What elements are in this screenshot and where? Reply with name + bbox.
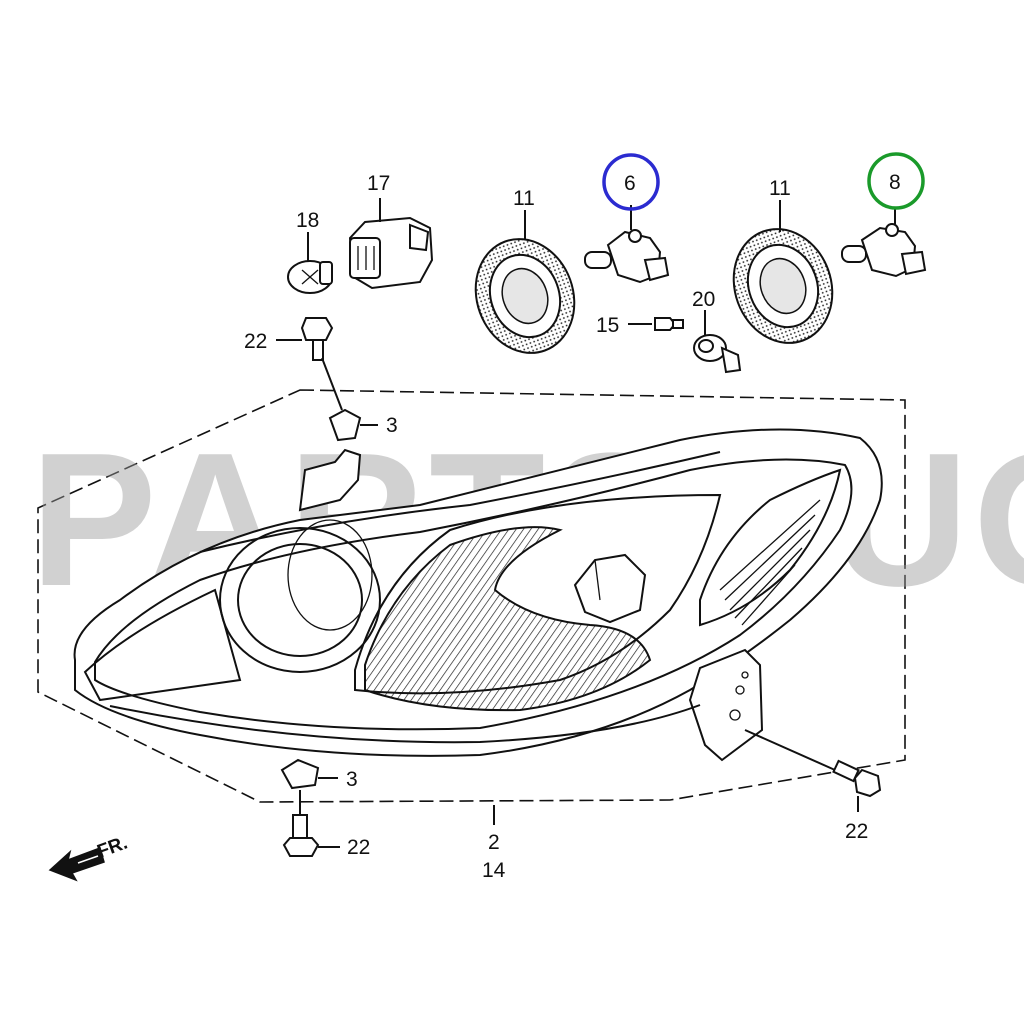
- louvers: [719, 499, 821, 626]
- part-20-socket[interactable]: [693, 310, 742, 374]
- callout-22-top[interactable]: 22: [244, 330, 267, 353]
- callout-17[interactable]: 17: [367, 172, 390, 195]
- highlight-circle-8: [867, 152, 925, 210]
- part-3-clip-upper[interactable]: [328, 408, 378, 442]
- callout-8[interactable]: 8: [889, 171, 901, 194]
- callout-20[interactable]: 20: [692, 288, 715, 311]
- part-11-seal-right[interactable]: [718, 200, 848, 357]
- callout-22-bottom[interactable]: 22: [347, 836, 370, 859]
- callout-3-lower[interactable]: 3: [346, 768, 358, 791]
- part-8-bulb[interactable]: [841, 207, 927, 278]
- callout-22-right[interactable]: 22: [845, 820, 868, 843]
- assembly-boundary: [37, 389, 906, 803]
- part-18-bulb[interactable]: [287, 232, 333, 294]
- callout-2[interactable]: 2: [488, 831, 500, 854]
- part-22-bolt-right[interactable]: [744, 729, 882, 812]
- part-15-wedge-bulb[interactable]: [628, 317, 684, 331]
- callout-11-right[interactable]: 11: [769, 177, 791, 200]
- part-17-socket[interactable]: [348, 198, 434, 290]
- headlight-housing: [73, 428, 883, 762]
- part-11-seal-left[interactable]: [460, 210, 590, 367]
- callout-18[interactable]: 18: [296, 209, 319, 232]
- callout-15[interactable]: 15: [596, 314, 619, 337]
- callout-11-left[interactable]: 11: [513, 187, 535, 210]
- part-3-clip-lower[interactable]: [280, 758, 338, 790]
- part-6-bulb[interactable]: [584, 205, 670, 284]
- part-22-bolt-bottom[interactable]: [282, 790, 340, 857]
- callout-3-upper[interactable]: 3: [386, 414, 398, 437]
- front-direction-label: FR.: [95, 832, 131, 862]
- front-direction-arrow-icon: [48, 847, 105, 882]
- callout-6[interactable]: 6: [624, 172, 636, 195]
- highlight-circle-6: [602, 153, 660, 211]
- part-22-bolt-top[interactable]: [276, 317, 343, 411]
- callout-14[interactable]: 14: [482, 859, 506, 882]
